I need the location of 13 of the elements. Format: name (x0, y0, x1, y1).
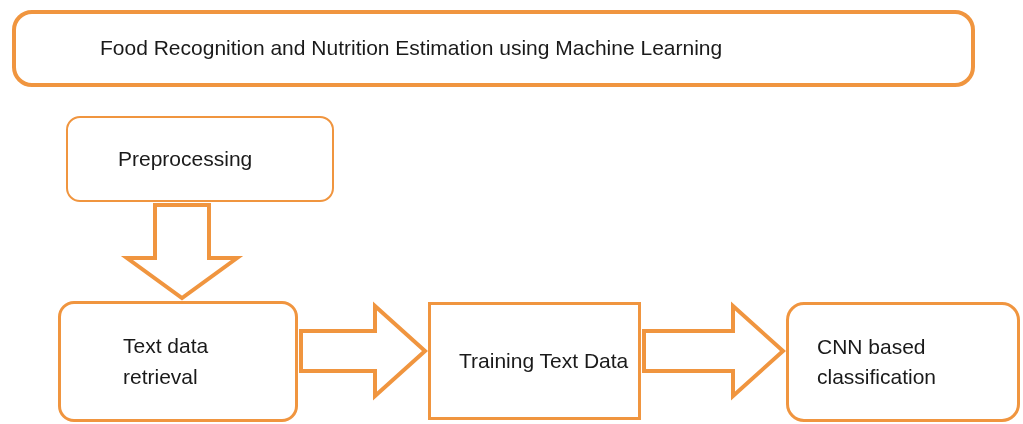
process-box (58, 301, 298, 422)
node-label: Food Recognition and Nutrition Estimation using Machine Learning (100, 35, 723, 62)
process-box (786, 302, 1020, 422)
node-label: Training Text Data (459, 347, 629, 374)
block-arrow (299, 301, 428, 401)
title-box (12, 10, 975, 87)
node-label: CNN based classification (817, 333, 938, 390)
process-box (66, 116, 334, 202)
block-arrow (120, 203, 244, 301)
node-label: Preprocessing (118, 145, 253, 172)
process-box (428, 302, 641, 420)
node-label: Text data retrieval (123, 333, 210, 390)
block-arrow (642, 301, 786, 401)
